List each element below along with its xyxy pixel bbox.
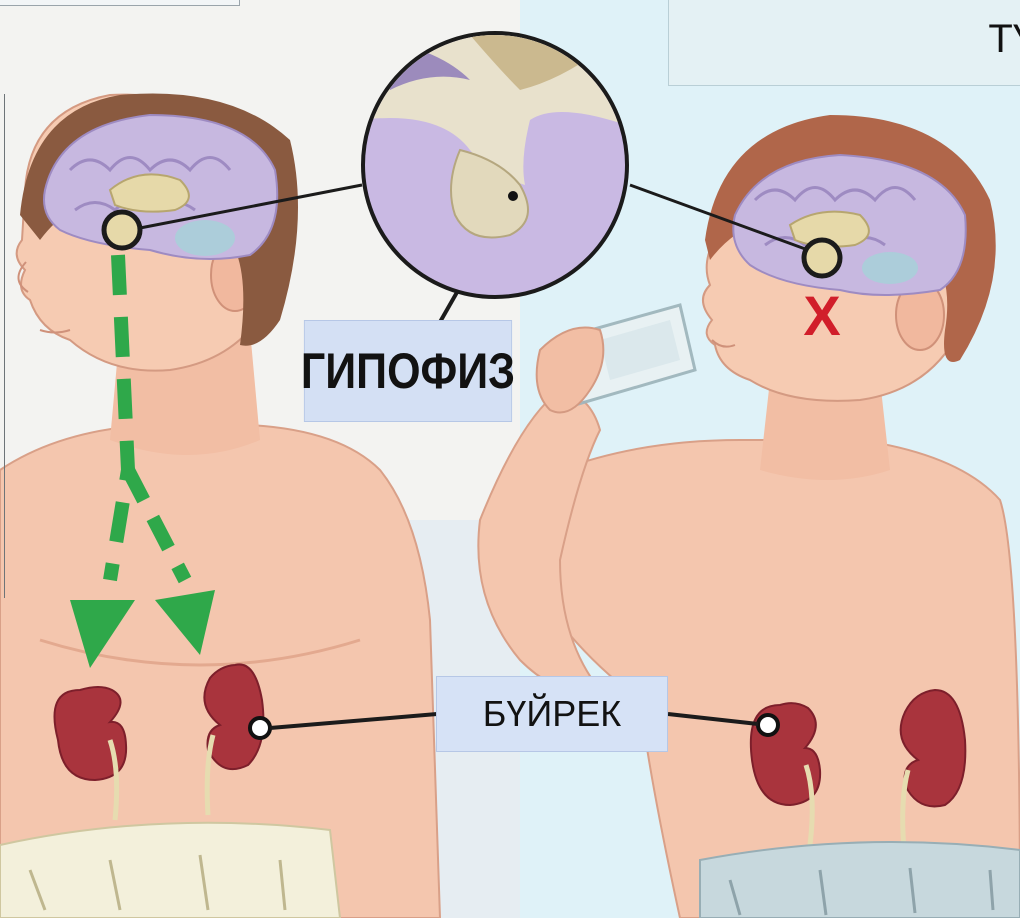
pituitary-label: ГИПОФИЗ — [304, 320, 512, 422]
top-right-caption-box: ТҮ — [668, 0, 1020, 86]
left-panel-edge — [0, 94, 5, 598]
left-pituitary-marker — [104, 212, 140, 248]
top-right-caption-fragment: ТҮ — [988, 17, 1020, 62]
kidney-label: БҮЙРЕК — [436, 676, 668, 752]
top-left-panel-edge — [0, 0, 240, 6]
no-signal-mark: X — [803, 284, 840, 347]
right-pituitary-marker — [804, 240, 840, 276]
